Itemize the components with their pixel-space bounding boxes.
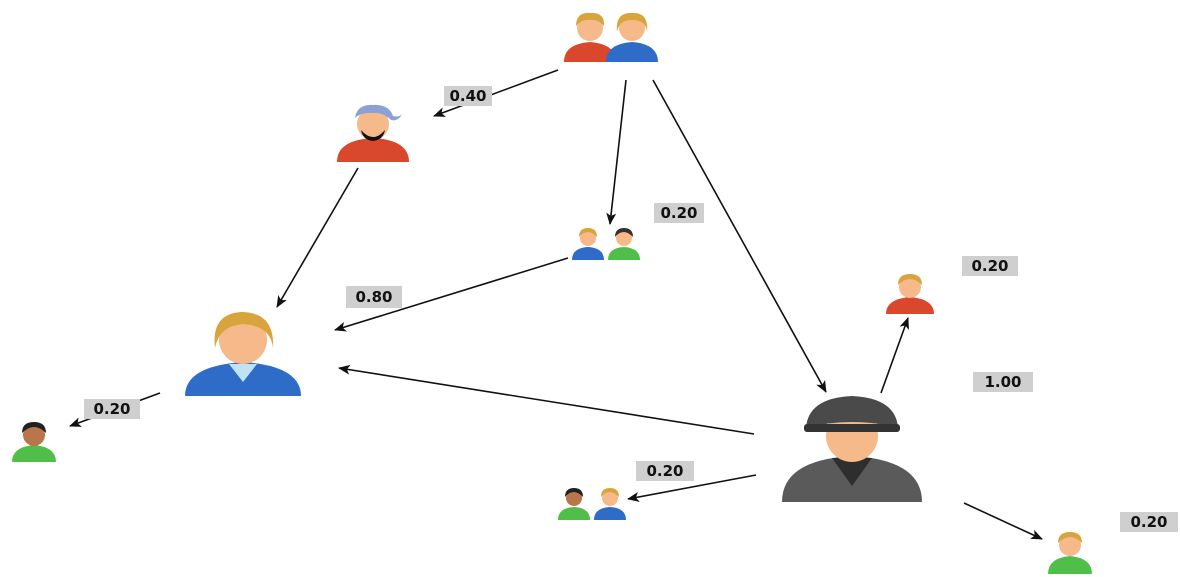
weight-label-text: 0.40 [449,87,486,105]
weight-label: 0.20 [84,399,140,419]
edge-spy-to-central [338,364,755,435]
weight-label-text: 0.80 [355,288,392,306]
couple-users-icon [564,12,658,62]
weight-label: 0.20 [1120,512,1178,532]
edge-pirate-to-central [276,167,359,308]
weight-label: 0.40 [444,86,492,106]
pirate-user-icon [337,104,409,162]
weight-label: 0.20 [962,256,1018,276]
spy-user-icon [782,396,922,502]
edge-spy-to-red-small [880,317,909,394]
weight-label: 0.20 [654,203,704,223]
green-user-icon [1048,532,1092,574]
edge-couple-to-spy [652,79,827,393]
edge-labels: 0.40 0.20 0.80 0.20 1.00 0.20 0.20 0.20 [84,86,1178,532]
weight-label: 0.80 [346,286,402,308]
weight-label-text: 1.00 [984,373,1021,391]
pair-users-icon [558,488,626,520]
edge-couple-to-pirate [433,69,559,117]
edge-spy-to-pair-bottom [627,474,757,502]
pair-users-icon [572,228,640,260]
weight-label: 0.20 [636,461,694,481]
edge-spy-to-green-right [963,502,1043,540]
green-user-icon [12,422,56,462]
weight-label: 1.00 [973,372,1033,392]
edge-couple-to-pair-middle [606,79,627,225]
edge-pair-middle-to-central [334,257,569,332]
weight-label-text: 0.20 [646,462,683,480]
weight-label-text: 0.20 [1130,513,1167,531]
weight-label-text: 0.20 [660,204,697,222]
weight-label-text: 0.20 [93,400,130,418]
red-user-icon [886,274,934,314]
large-user-icon [185,312,301,396]
edges [69,69,1043,540]
weight-label-text: 0.20 [971,257,1008,275]
